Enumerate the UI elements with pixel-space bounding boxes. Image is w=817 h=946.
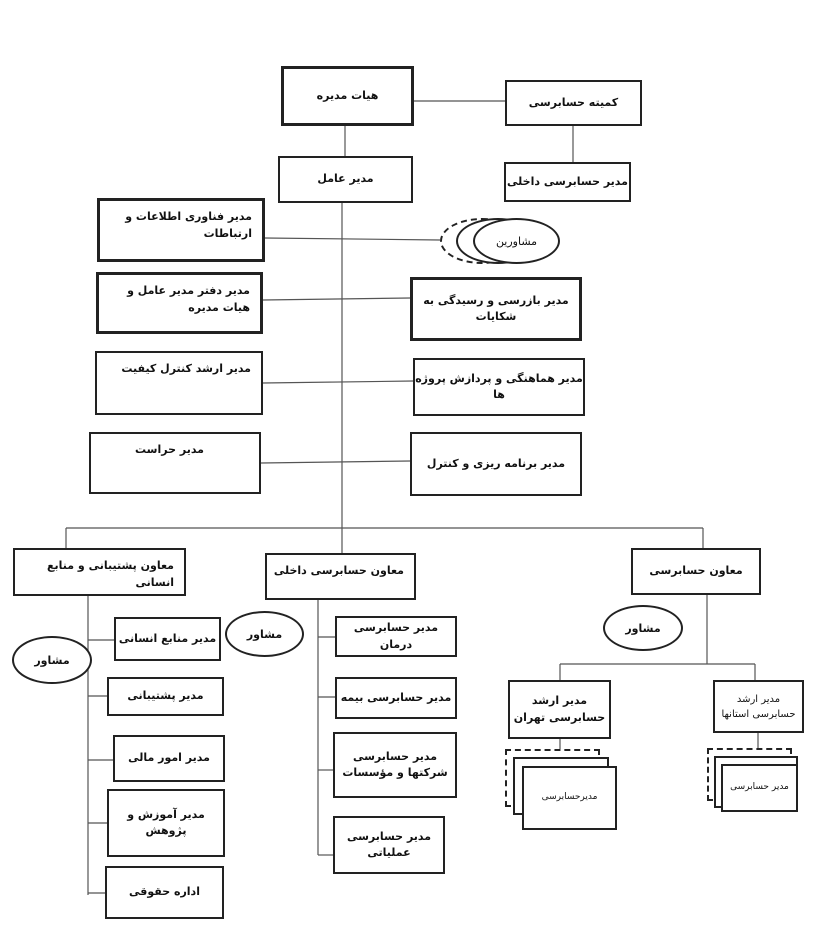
companies-audit-manager-line1: مدیر حسابرسی xyxy=(352,749,438,763)
training-research-manager: مدیر آموزش و پژوهش xyxy=(107,789,225,857)
internal-audit-manager: مدیر حسابرسی داخلی xyxy=(504,162,631,202)
advisor-internal-audit-label: مشاور xyxy=(246,627,283,641)
operational-audit-manager-line1: مدیر حسابرسی xyxy=(346,829,432,843)
security-manager-label: مدیر حراست xyxy=(135,443,204,456)
internal-audit-manager-label: مدیر حسابرسی داخلی xyxy=(507,174,628,188)
insurance-audit-manager-label: مدیر حسابرسی بیمه xyxy=(340,690,452,704)
support-manager: مدیر پشتیبانی xyxy=(107,677,224,716)
tehran-audit-manager: مدیرحسابرسی xyxy=(522,766,617,830)
training-research-manager-label: مدیر آموزش و پژوهش xyxy=(127,807,205,838)
planning-control-manager-label: مدیر برنامه ریزی و کنترل xyxy=(426,456,566,470)
provinces-senior-audit-manager-line2: حسابرسی استانها xyxy=(721,708,796,720)
ceo-office-manager: مدیر دفتر مدیر عامل و هیات مدیره xyxy=(96,272,263,334)
project-coordination-manager-label: مدیر هماهنگی و پردازش پروژه ها xyxy=(415,371,583,402)
legal-department: اداره حقوقی xyxy=(105,866,224,919)
provinces-senior-audit-manager: مدیر ارشد حسابرسی استانها xyxy=(713,680,804,733)
quality-control-manager: مدیر ارشد کنترل کیفیت xyxy=(95,351,263,415)
audit-committee: کمیته حسابرسی xyxy=(505,80,642,126)
advisor-internal-audit: مشاور xyxy=(225,611,304,657)
advisors-ellipse: مشاورین xyxy=(473,218,560,264)
health-audit-manager-label: مدیر حسابرسی درمان xyxy=(353,621,439,651)
deputy-support-hr: معاون پشتیبانی و منابع انسانی xyxy=(13,548,186,596)
tehran-senior-audit-manager-line1: مدیر ارشد xyxy=(531,694,588,707)
operational-audit-manager: مدیر حسابرسی عملیاتی xyxy=(333,816,445,874)
provinces-senior-audit-manager-line1: مدیر ارشد xyxy=(736,693,781,705)
advisor-audit-label: مشاور xyxy=(625,621,661,635)
provinces-audit-manager: مدیر حسابرسی xyxy=(721,764,798,812)
quality-control-manager-label: مدیر ارشد کنترل کیفیت xyxy=(121,362,251,375)
operational-audit-manager-line2: عملیاتی xyxy=(367,846,411,859)
hr-manager-label: مدیر منابع انسانی xyxy=(118,631,217,645)
support-manager-label: مدیر پشتیبانی xyxy=(127,689,204,703)
deputy-internal-audit: معاون حسابرسی داخلی xyxy=(265,553,416,600)
board-of-directors-label: هیات مدیره xyxy=(316,88,379,102)
advisor-support-hr: مشاور xyxy=(12,636,92,684)
project-coordination-manager: مدیر هماهنگی و پردازش پروژه ها xyxy=(413,358,585,416)
inspection-complaints-manager-label: مدیر بازرسی و رسیدگی به شکایات xyxy=(423,293,569,324)
ict-manager-label: مدیر فناوری اطلاعات و ارتباطات xyxy=(125,210,252,240)
provinces-audit-manager-label: مدیر حسابرسی xyxy=(730,782,789,793)
advisor-support-hr-label: مشاور xyxy=(34,653,70,667)
security-manager: مدیر حراست xyxy=(89,432,261,494)
inspection-complaints-manager: مدیر بازرسی و رسیدگی به شکایات xyxy=(410,277,582,341)
companies-audit-manager: مدیر حسابرسی شرکتها و مؤسسات xyxy=(333,732,457,798)
deputy-audit-label: معاون حسابرسی xyxy=(649,564,743,578)
audit-committee-label: کمیته حسابرسی xyxy=(528,95,619,109)
ceo-office-manager-label: مدیر دفتر مدیر عامل و هیات مدیره xyxy=(127,284,250,314)
tehran-senior-audit-manager: مدیر ارشد حسابرسی تهران xyxy=(508,680,611,739)
insurance-audit-manager: مدیر حسابرسی بیمه xyxy=(335,677,457,719)
ict-manager: مدیر فناوری اطلاعات و ارتباطات xyxy=(97,198,265,262)
planning-control-manager: مدیر برنامه ریزی و کنترل xyxy=(410,432,582,496)
ceo: مدیر عامل xyxy=(278,156,413,203)
deputy-support-hr-label: معاون پشتیبانی و منابع انسانی xyxy=(47,559,174,589)
advisors-label: مشاورین xyxy=(495,234,538,248)
tehran-senior-audit-manager-line2: حسابرسی تهران xyxy=(513,710,606,724)
finance-manager: مدیر امور مالی xyxy=(113,735,225,782)
deputy-internal-audit-label: معاون حسابرسی داخلی xyxy=(273,564,404,577)
companies-audit-manager-line2: شرکتها و مؤسسات xyxy=(342,766,448,779)
tehran-audit-manager-label: مدیرحسابرسی xyxy=(541,792,598,803)
deputy-audit: معاون حسابرسی xyxy=(631,548,761,595)
hr-manager: مدیر منابع انسانی xyxy=(114,617,221,661)
advisor-audit: مشاور xyxy=(603,605,683,651)
board-of-directors: هیات مدیره xyxy=(281,66,414,126)
legal-department-label: اداره حقوقی xyxy=(129,885,200,899)
finance-manager-label: مدیر امور مالی xyxy=(128,751,210,765)
health-audit-manager: مدیر حسابرسی درمان xyxy=(335,616,457,657)
ceo-label: مدیر عامل xyxy=(317,172,374,186)
